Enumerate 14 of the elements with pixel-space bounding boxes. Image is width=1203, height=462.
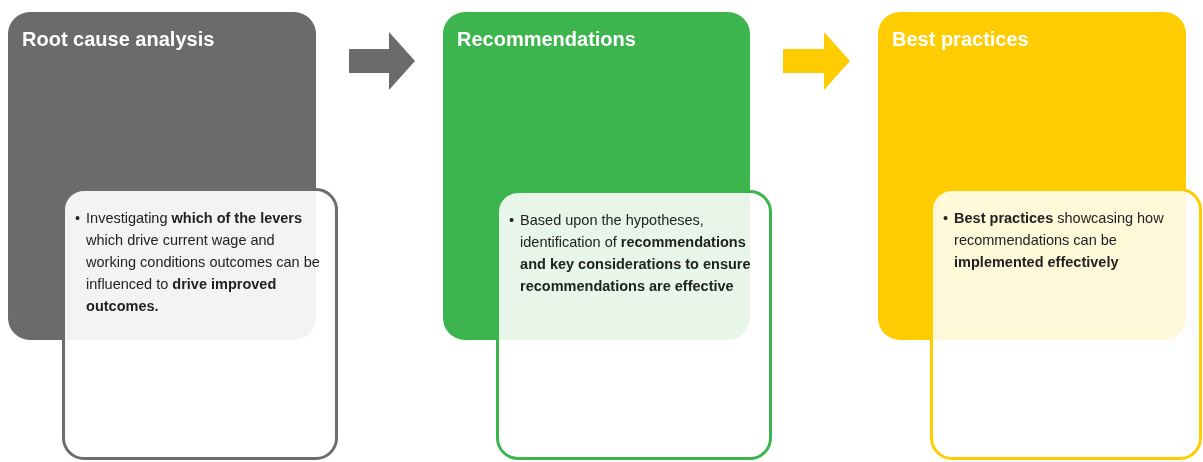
block-arrow xyxy=(783,32,850,90)
bullet-marker: • xyxy=(509,211,515,230)
bullet-marker: • xyxy=(75,209,81,228)
detail-card xyxy=(496,190,772,460)
bullet-marker: • xyxy=(943,209,949,228)
detail-card xyxy=(62,188,338,460)
bullet-text: Best practices showcasing how recommendations can be implemented effectively xyxy=(954,209,1165,272)
stage-title: Best practices xyxy=(892,27,1030,52)
bullet-text: Investigating which of the levers which drive current wage and working conditions outcomes can be influenced to drive improved outcomes. xyxy=(86,209,321,316)
block-arrow xyxy=(349,32,415,90)
detail-card xyxy=(930,188,1202,460)
stage-title: Root cause analysis xyxy=(22,27,216,52)
stage-title: Recommendations xyxy=(457,27,637,52)
bullet-text: Based upon the hypotheses, identification of recommendations and key considerations to ensure recommendations are effective xyxy=(520,211,752,296)
